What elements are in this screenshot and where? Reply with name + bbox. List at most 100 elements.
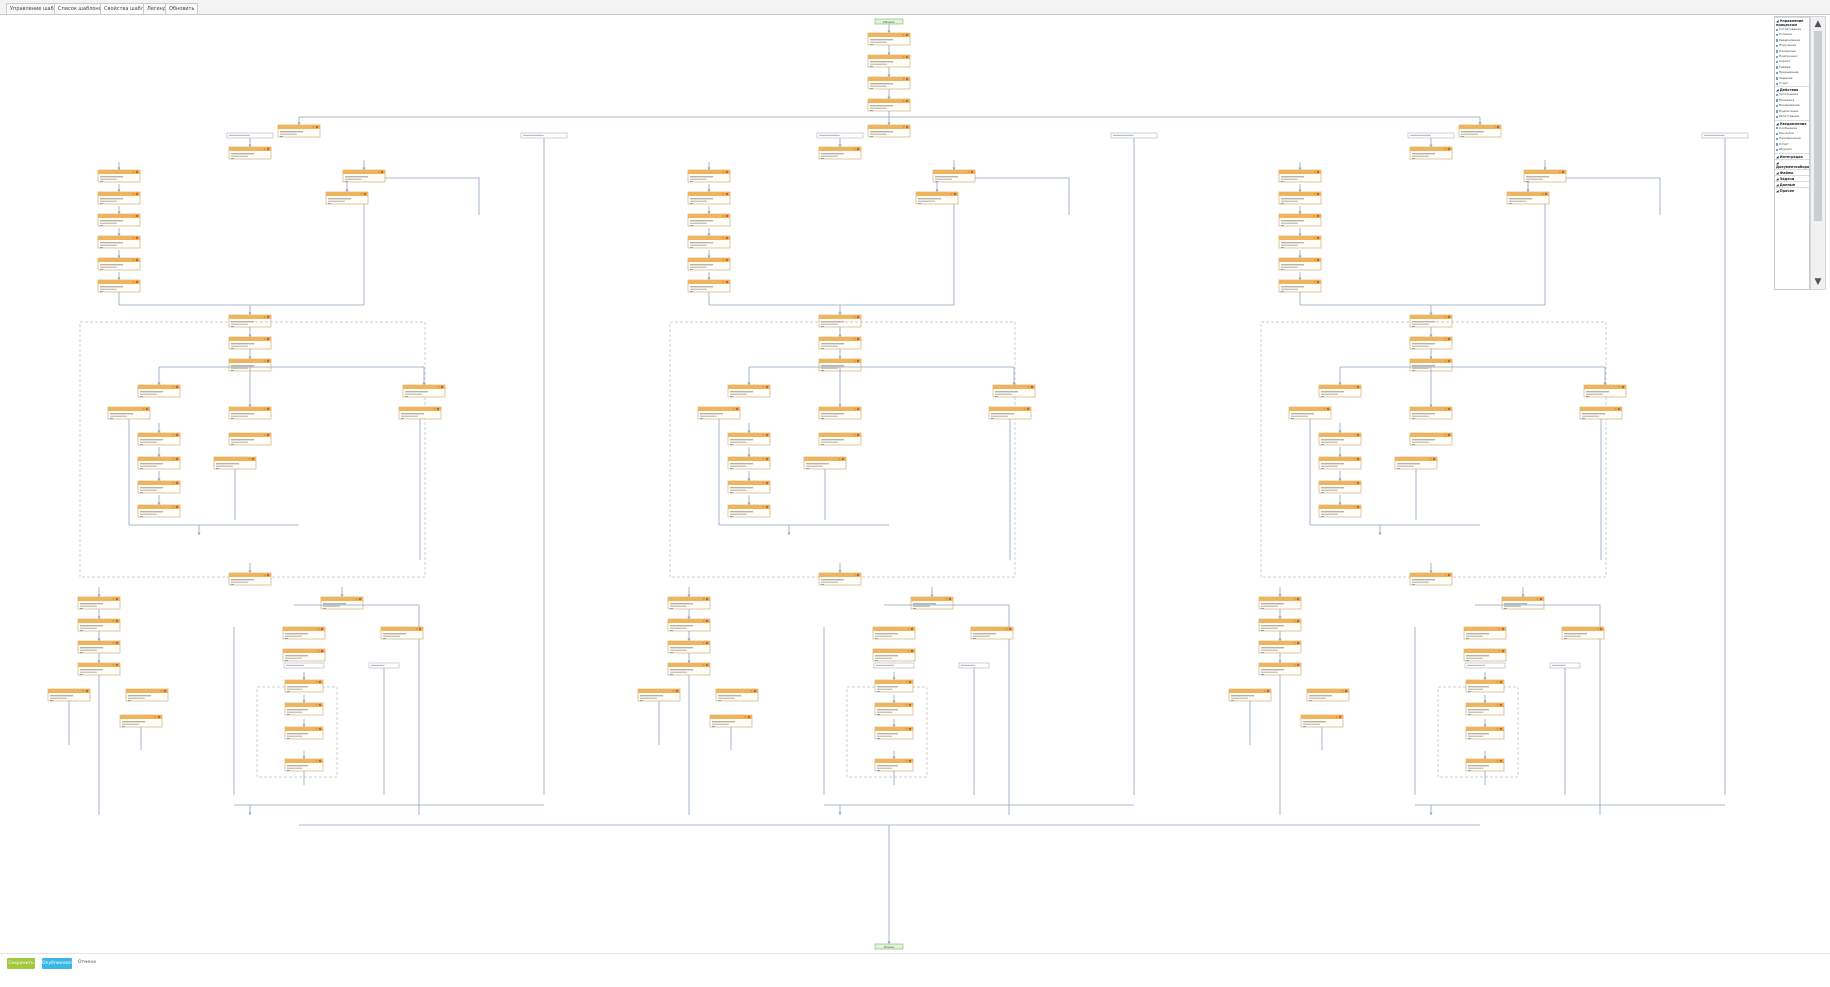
node-text-line [935,176,959,178]
arrow-icon [887,96,891,99]
palette-item[interactable]: Заполнение [1775,92,1809,97]
palette-item[interactable]: Рассылка [1775,131,1809,136]
node-text-line [140,441,157,443]
node-text-line [140,489,157,491]
status-icon [1499,703,1503,707]
palette-item[interactable]: Скрипт [1775,59,1809,64]
connector-line [385,177,480,215]
node-text-line [231,579,255,581]
node-header [98,214,140,218]
node-icon [285,660,288,661]
palette-item[interactable]: Журнал [1775,147,1809,152]
palette-item[interactable]: Подписание [1775,109,1809,114]
palette-item[interactable]: Согласование [1775,27,1809,32]
palette-item[interactable]: Проверка [1775,98,1809,103]
palette-item[interactable]: Прерывание [1775,70,1809,75]
end-node[interactable] [874,943,904,950]
node-header [1410,337,1452,341]
node-icon [991,418,994,419]
arrow-icon [157,478,161,481]
node-text-line [405,393,422,395]
node-icon [718,700,721,701]
node-header [1229,689,1271,693]
warning-icon [762,457,765,461]
palette-section-3[interactable]: ◢ Интеграция [1775,152,1809,159]
status-icon [175,385,179,389]
node-text-line [1582,413,1606,415]
status-icon [318,727,322,731]
palette-item[interactable]: Подпроцесс [1775,54,1809,59]
node-text-line [875,655,899,657]
palette-item[interactable]: Задание [1775,76,1809,81]
status-icon [1617,407,1621,411]
palette-item[interactable]: Напоминание [1775,136,1809,141]
node-text-line [670,605,687,607]
node-text-line [1466,657,1483,659]
publish-button[interactable]: Опубликовать [42,958,76,969]
node-text-line [870,41,887,43]
node-text-line [730,441,747,443]
warning-icon [1353,505,1356,509]
status-icon [266,315,270,319]
arrow-icon [1603,382,1607,385]
palette-section-7[interactable]: ◢ Данные [1775,180,1809,187]
warning-icon [1536,597,1539,601]
tab-refresh[interactable]: Обновить [165,3,199,14]
arrow-icon [1298,255,1302,258]
palette-section-4[interactable]: ◢ Документооборот [1775,158,1810,169]
status-icon [705,619,709,623]
node-header [138,481,180,485]
palette-section-0[interactable]: ◢ Управление процессом [1775,17,1809,27]
scroll-up-icon[interactable]: ▲ [1814,19,1822,29]
warning-icon [905,703,908,707]
node-icon [122,726,125,727]
node-text-line [80,669,104,671]
scroll-thumb[interactable] [1814,31,1822,221]
node-text-line [640,697,657,699]
palette-item[interactable]: Отчёт [1775,142,1809,147]
warning-icon [263,359,266,363]
palette-scrollbar[interactable]: ▲ ▼ [1810,16,1826,290]
node-icon [100,291,103,292]
node-text-line [100,242,124,244]
palette-section-2[interactable]: ◢ Уведомления [1775,119,1809,126]
palette-item[interactable]: Таймер [1775,65,1809,70]
palette-item[interactable]: Старт [1775,81,1809,86]
node-icon [231,158,234,159]
status-icon [115,641,119,645]
palette-item[interactable]: Ожидание [1775,49,1809,54]
status-icon [905,77,909,81]
node-icon [821,444,824,445]
scroll-down-icon[interactable]: ▼ [1814,277,1822,287]
node-icon [870,136,873,137]
node-header [285,727,323,731]
palette-item[interactable]: Регистрация [1775,114,1809,119]
node-text-line [1412,413,1436,415]
palette-section-5[interactable]: ◢ Файлы [1775,168,1809,175]
palette-item[interactable]: Сообщение [1775,126,1809,131]
palette-section-8[interactable]: ◢ Прочее [1775,186,1809,193]
status-icon [1501,627,1505,631]
palette-item[interactable]: Уведомление [1775,38,1809,43]
arrow-icon [838,570,842,573]
palette-section-1[interactable]: ◢ Действия [1775,86,1809,92]
palette-section-6[interactable]: ◢ Задачи [1775,174,1809,181]
node-text-line [328,198,352,200]
palette-item[interactable]: Условие [1775,32,1809,37]
node-header [688,214,730,218]
save-button[interactable]: Сохранить [7,958,35,969]
node-text-line [100,286,124,288]
node-header [48,689,90,693]
palette-item[interactable]: Визирование [1775,103,1809,108]
node-icon [231,444,234,445]
warning-icon [1496,703,1499,707]
cancel-link[interactable]: Отмена [78,960,97,965]
status-icon [175,433,179,437]
palette-item[interactable]: Поручение [1775,43,1809,48]
node-text-line [1564,635,1581,637]
node-text-line [870,85,887,87]
node-text-line [1412,323,1429,325]
node-header [229,433,271,437]
